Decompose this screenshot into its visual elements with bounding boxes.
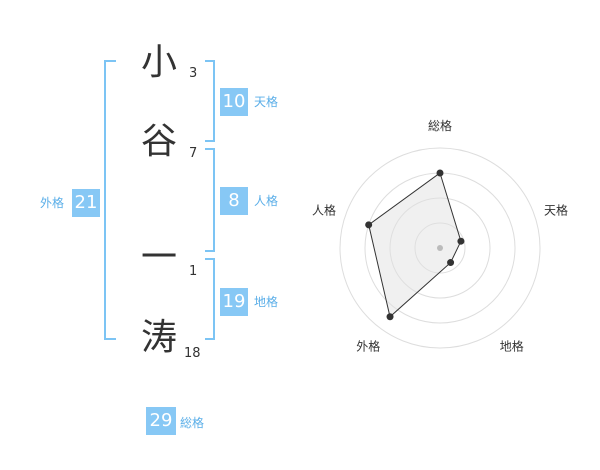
gaikaku-bracket <box>104 60 116 340</box>
radar-point-1 <box>436 169 444 177</box>
chikaku-bracket <box>205 258 215 340</box>
radar-axis-label-2: 天格 <box>544 202 568 217</box>
tenkaku-value-badge: 10 <box>220 88 248 116</box>
radar-point-2 <box>457 237 465 245</box>
chikaku-value-badge: 19 <box>220 288 248 316</box>
gaikaku-label: 外格 <box>40 196 65 210</box>
radar-point-5 <box>365 221 373 229</box>
stroke-count-4: 18 <box>184 346 201 361</box>
radar-axis-label-1: 総格 <box>428 118 452 133</box>
radar-axis-label-5: 人格 <box>312 202 336 217</box>
radar-center-dot <box>437 245 443 251</box>
name-char-3: 一 <box>141 237 178 278</box>
gaikaku-value-badge: 21 <box>72 189 100 217</box>
tenkaku-label: 天格 <box>254 95 279 109</box>
chikaku-label: 地格 <box>254 295 279 309</box>
jinkaku-label: 人格 <box>254 194 279 208</box>
radar-ring <box>339 147 541 349</box>
stroke-count-3: 1 <box>189 264 198 279</box>
jinkaku-value-badge: 8 <box>220 187 248 215</box>
soukaku-label: 総格 <box>180 416 205 430</box>
radar-point-4 <box>386 313 394 321</box>
radar-points <box>365 169 465 321</box>
stroke-count-2: 7 <box>189 146 198 161</box>
name-char-2: 谷 <box>141 121 178 162</box>
name-char-1: 小 <box>141 42 178 83</box>
jinkaku-bracket <box>205 148 215 252</box>
radar-point-3 <box>447 259 455 267</box>
radar-area <box>368 172 462 318</box>
radar-axis-label-3: 地格 <box>500 339 524 354</box>
radar-axis-label-4: 外格 <box>356 339 380 354</box>
name-char-4: 涛 <box>141 317 178 358</box>
soukaku-value-badge: 29 <box>146 407 176 435</box>
stroke-count-1: 3 <box>189 66 198 81</box>
tenkaku-bracket <box>205 60 215 142</box>
